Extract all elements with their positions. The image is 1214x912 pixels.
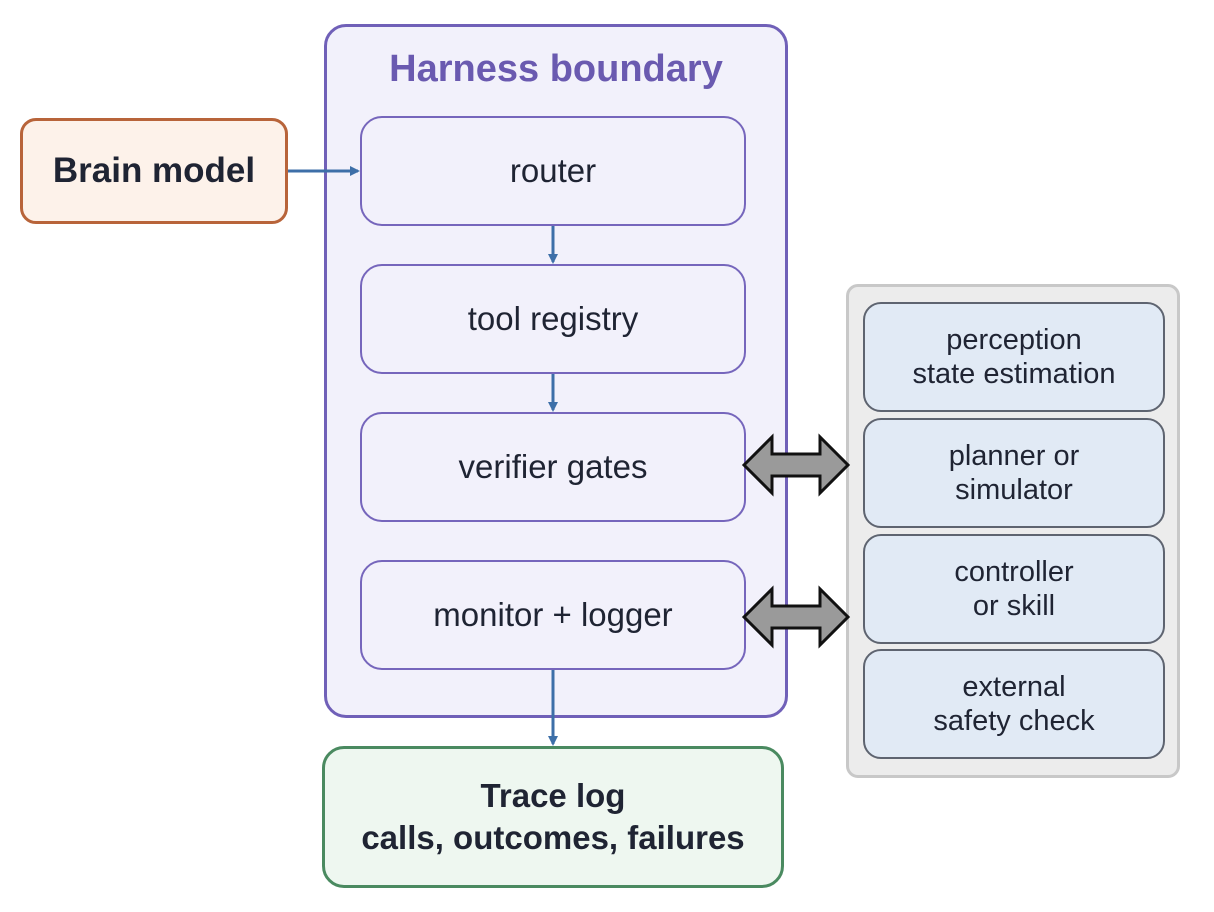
module-line: perception	[946, 324, 1082, 356]
safety-check-module: external safety check	[863, 649, 1165, 759]
tool-registry-box: tool registry	[360, 264, 746, 374]
monitor-double-arrow	[741, 585, 851, 649]
router-label: router	[509, 152, 597, 189]
module-line: or skill	[972, 590, 1056, 622]
harness-title: Harness boundary	[389, 48, 723, 90]
perception-module: perception state estimation	[863, 302, 1165, 412]
trace-log-detail: calls, outcomes, failures	[361, 819, 745, 856]
verifier-gates-label: verifier gates	[458, 448, 648, 485]
module-line: simulator	[955, 474, 1073, 506]
module-line: planner or	[948, 440, 1080, 472]
verifier-double-arrow	[741, 433, 851, 497]
trace-log-box: Trace log calls, outcomes, failures	[322, 746, 784, 888]
tool-registry-label: tool registry	[467, 300, 639, 337]
module-line: safety check	[933, 705, 1095, 737]
monitor-logger-label: monitor + logger	[433, 596, 673, 633]
module-line: state estimation	[912, 358, 1116, 390]
planner-module: planner or simulator	[863, 418, 1165, 528]
verifier-gates-box: verifier gates	[360, 412, 746, 522]
controller-module: controller or skill	[863, 534, 1165, 644]
module-line: controller	[954, 556, 1074, 588]
trace-log-title: Trace log	[480, 777, 626, 814]
router-box: router	[360, 116, 746, 226]
module-line: external	[962, 671, 1066, 703]
brain-model-label: Brain model	[52, 151, 256, 190]
monitor-logger-box: monitor + logger	[360, 560, 746, 670]
brain-model-box: Brain model	[20, 118, 288, 224]
